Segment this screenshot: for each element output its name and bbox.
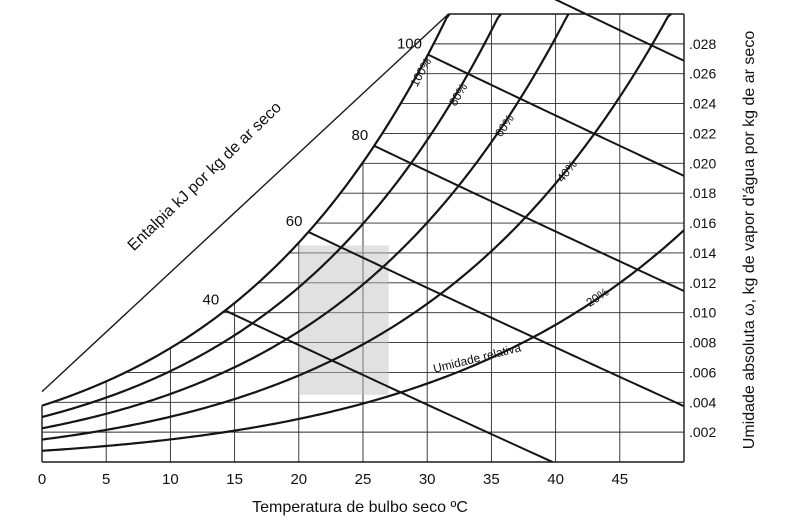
- chart-frame: [41, 13, 685, 463]
- x-tick-10: 10: [162, 471, 179, 488]
- y-tick-.008: .008: [689, 335, 716, 351]
- y-tick-.004: .004: [689, 394, 716, 410]
- rh-label-20%: 20%: [584, 285, 612, 310]
- y-axis-ticks: .002 .004 .006 .008 .010 .012 .014 .016 .018 .020…: [689, 36, 716, 440]
- x-tick-45: 45: [611, 471, 628, 488]
- y-tick-.006: .006: [689, 364, 716, 380]
- y-tick-.010: .010: [689, 305, 716, 321]
- rh-curve-20%: [41, 229, 685, 452]
- enthalpy-line-100: [427, 53, 685, 177]
- enthalpy-tick-40: 40: [203, 291, 220, 308]
- x-tick-25: 25: [355, 471, 372, 488]
- shaded-zone-layer: [298, 245, 389, 395]
- enthalpy-lines: [224, 0, 685, 463]
- x-tick-30: 30: [419, 471, 436, 488]
- rh-curve-60%: [41, 13, 570, 430]
- x-axis-ticks: 0 5 10 15 20 25 30 35 40 45: [38, 471, 628, 488]
- y-tick-.026: .026: [689, 66, 716, 82]
- y-tick-.024: .024: [689, 96, 716, 112]
- relative-humidity-curves: [41, 13, 685, 452]
- rh-label-100%: 100%: [407, 55, 434, 89]
- x-tick-20: 20: [290, 471, 307, 488]
- y-tick-.016: .016: [689, 215, 716, 231]
- x-tick-40: 40: [547, 471, 564, 488]
- enthalpy-line-60: [308, 231, 685, 408]
- rh-curve-80%: [41, 13, 502, 419]
- rh-label-60%: 60%: [492, 112, 517, 140]
- y-tick-.002: .002: [689, 424, 716, 440]
- rh-annotation: Umidade relativa: [432, 340, 523, 375]
- x-tick-35: 35: [483, 471, 500, 488]
- enthalpy-scale-edge: [41, 13, 449, 393]
- shaded-zone: [298, 245, 389, 395]
- enthalpy-line-40: [224, 309, 553, 463]
- grid: [42, 14, 684, 462]
- x-tick-15: 15: [226, 471, 243, 488]
- rh-curve-40%: [41, 13, 672, 441]
- enthalpy-tick-100: 100: [397, 36, 422, 53]
- enthalpy-tick-60: 60: [286, 213, 303, 230]
- y-tick-.018: .018: [689, 185, 716, 201]
- x-tick-5: 5: [102, 471, 110, 488]
- rh-curve-100%: [41, 13, 451, 407]
- rh-label-80%: 80%: [446, 80, 470, 108]
- y-axis-label: Umidade absoluta ω, kg de vapor d'água p…: [741, 31, 758, 450]
- y-tick-.020: .020: [689, 155, 716, 171]
- enthalpy-line-80: [373, 144, 685, 292]
- x-tick-0: 0: [38, 471, 46, 488]
- enthalpy-line-120: [554, 0, 685, 62]
- y-tick-.028: .028: [689, 36, 716, 52]
- y-tick-.014: .014: [689, 245, 716, 261]
- x-axis-label: Temperatura de bulbo seco ºC: [252, 499, 468, 516]
- enthalpy-tick-80: 80: [351, 127, 368, 144]
- enthalpy-ticks: 406080100120: [203, 36, 422, 309]
- y-tick-.012: .012: [689, 275, 716, 291]
- enthalpy-axis-label: Entalpia kJ por kg de ar seco: [125, 99, 285, 255]
- y-tick-.022: .022: [689, 125, 716, 141]
